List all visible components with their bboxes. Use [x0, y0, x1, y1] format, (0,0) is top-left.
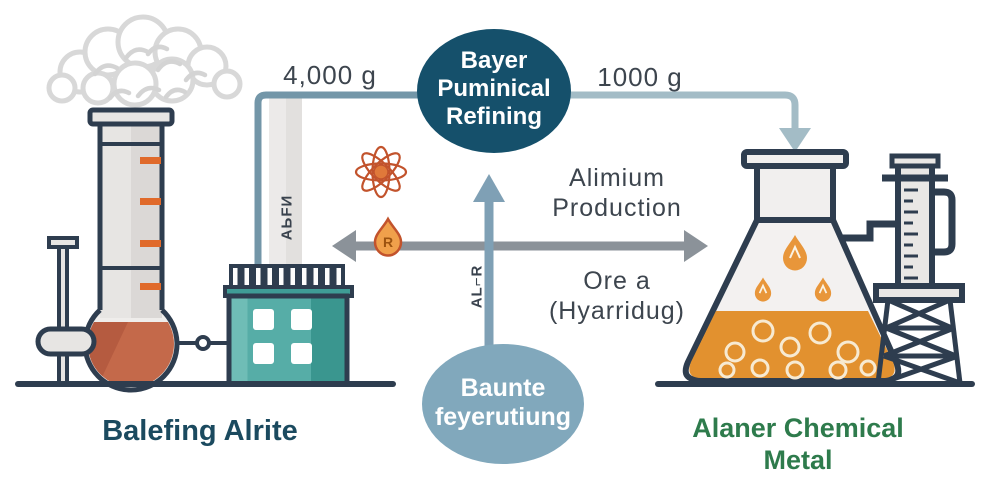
connector-right	[568, 91, 811, 152]
falling-drops	[754, 235, 832, 302]
ore-label: Ore a (Hyarridug)	[548, 267, 686, 325]
right-caption: Alaner Chemical Metal	[692, 413, 904, 475]
erlenmeyer-flask-icon	[682, 149, 902, 383]
vertical-label-left-wrap: AЬFИ	[252, 182, 322, 252]
flow-weight-left-label: 4,000 g	[283, 60, 377, 90]
double-headed-arrow	[332, 230, 708, 262]
vertical-label-left: AЬFИ	[278, 194, 296, 240]
droplet-letter: R	[383, 234, 393, 250]
process-node-label: Bayer Puminical Refining	[437, 47, 551, 130]
connector-left	[254, 91, 420, 294]
chimney-pipe	[269, 92, 302, 296]
cylinder-tick-marks	[904, 188, 918, 280]
building-windows	[253, 309, 312, 364]
smoke-cloud-icon	[46, 14, 243, 108]
down-arrowhead-icon	[779, 128, 811, 152]
cylinder-handle	[838, 188, 956, 256]
process-node-shape	[417, 29, 571, 153]
flower-icon	[354, 145, 408, 199]
derrick-tower-icon	[873, 283, 965, 386]
flask-building-connector	[177, 335, 230, 351]
source-node-label: Baunte feyerutiung	[434, 374, 572, 431]
source-node-shape	[422, 344, 584, 464]
production-label: Alimium Production	[552, 164, 682, 222]
factory-building-icon	[223, 264, 354, 387]
column-tick-marks	[140, 157, 161, 290]
droplet-icon: R	[373, 216, 403, 257]
left-caption: Balefing Alrite	[102, 415, 298, 447]
up-arrow	[473, 174, 505, 350]
stand-icon	[35, 236, 97, 386]
flask-bubbles	[718, 319, 877, 380]
flow-weight-right-label: 1000 g	[597, 62, 683, 92]
vertical-label-center: AL⌐R	[468, 264, 486, 308]
distillation-column-icon	[82, 107, 180, 393]
vertical-label-center-wrap: AL⌐R	[442, 251, 512, 321]
